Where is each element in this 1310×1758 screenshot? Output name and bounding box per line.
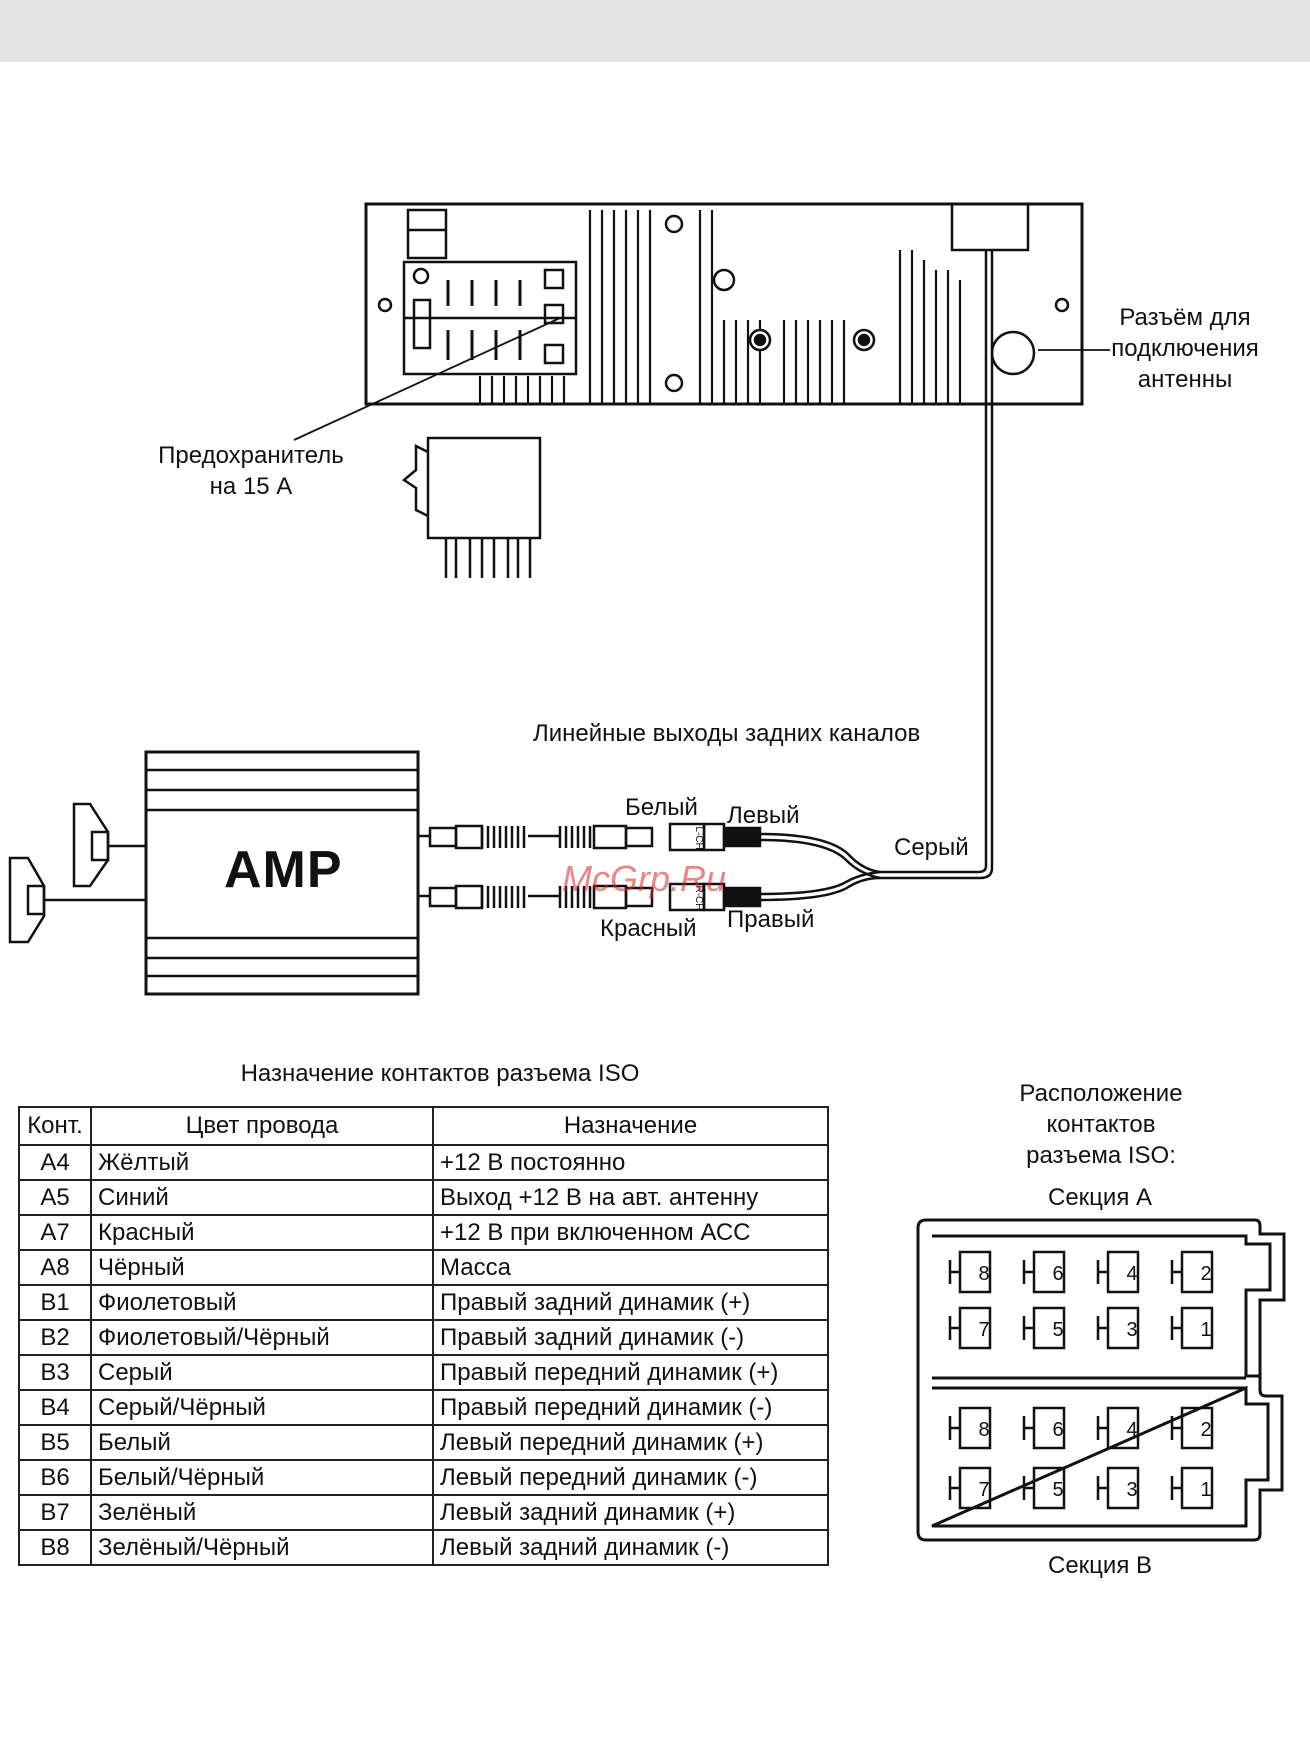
rear-line-outputs-label: Линейные выходы задних каналов xyxy=(533,720,921,747)
iso-layout-title: Расположение контактов разъема ISO: xyxy=(1019,1080,1183,1169)
rca-cable-right xyxy=(418,870,881,912)
iso-pin-number: 4 xyxy=(1126,1263,1137,1285)
iso-table-title: Назначение контактов разъема ISO xyxy=(240,1060,640,1087)
iso-pin-number: 3 xyxy=(1126,1479,1137,1501)
iso-pin-number: 6 xyxy=(1052,1263,1063,1285)
iso-pin: 6 xyxy=(1022,1406,1066,1450)
harness-plug-icon xyxy=(401,436,542,578)
amp-label: AMP xyxy=(224,841,343,899)
iso-pin-number: 5 xyxy=(1052,1319,1063,1341)
iso-pin-number: 8 xyxy=(978,1263,989,1285)
section-b-label: Секция В xyxy=(1047,1552,1152,1579)
iso-pin: 7 xyxy=(948,1306,992,1350)
iso-pin: 1 xyxy=(1170,1466,1214,1510)
iso-pin: 5 xyxy=(1022,1306,1066,1350)
iso-pin-number: 7 xyxy=(978,1319,989,1341)
head-unit-rear-panel xyxy=(293,202,1110,880)
iso-pin: 2 xyxy=(1170,1406,1214,1450)
iso-pin: 7 xyxy=(948,1466,992,1510)
section-b-pins: 8 7 6 5 4 3 2 1 xyxy=(948,1406,1214,1510)
left-label: Левый xyxy=(727,802,800,829)
iso-pin-number: 4 xyxy=(1126,1419,1137,1441)
iso-pin: 8 xyxy=(948,1250,992,1294)
iso-pin: 5 xyxy=(1022,1466,1066,1510)
speaker-icon xyxy=(8,802,146,944)
iso-pin-number: 8 xyxy=(978,1419,989,1441)
top-bar xyxy=(0,0,1310,62)
iso-pin-number: 6 xyxy=(1052,1419,1063,1441)
iso-pin-number: 1 xyxy=(1200,1319,1211,1341)
iso-pin-number: 1 xyxy=(1200,1479,1211,1501)
header-wire-color: Цвет провода xyxy=(90,1106,434,1146)
iso-pin: 3 xyxy=(1096,1466,1140,1510)
iso-pin-number: 3 xyxy=(1126,1319,1137,1341)
iso-pin-number: 7 xyxy=(978,1479,989,1501)
antenna-connector-label: Разъём для подключения антенны xyxy=(1111,304,1259,393)
iso-pin: 3 xyxy=(1096,1306,1140,1350)
iso-pin-number: 2 xyxy=(1200,1419,1211,1441)
watermark: McGrp.Ru xyxy=(562,858,727,899)
amplifier-box xyxy=(144,750,420,996)
red-label: Красный xyxy=(600,915,697,942)
iso-pin-number: 2 xyxy=(1200,1263,1211,1285)
wiring-diagram: L-CH R-CH xyxy=(8,202,1110,996)
section-a-label: Секция А xyxy=(1047,1184,1152,1211)
white-label: Белый xyxy=(625,794,698,821)
lch-marking: L-CH xyxy=(693,826,704,849)
iso-pin: 8 xyxy=(948,1406,992,1450)
iso-pin: 4 xyxy=(1096,1250,1140,1294)
rch-marking: R-CH xyxy=(693,886,704,911)
header-contact: Конт. xyxy=(18,1106,92,1146)
rca-cable-left xyxy=(418,822,881,880)
header-purpose: Назначение xyxy=(432,1106,829,1146)
right-label: Правый xyxy=(727,906,815,933)
grey-label: Серый xyxy=(894,834,969,861)
iso-pin: 4 xyxy=(1096,1406,1140,1450)
iso-pin: 1 xyxy=(1170,1306,1214,1350)
iso-pin: 6 xyxy=(1022,1250,1066,1294)
fuse-label: Предохранитель на 15 А xyxy=(158,442,344,500)
table-header-row: Конт. Цвет провода Назначение xyxy=(18,1106,829,1146)
iso-pin: 2 xyxy=(1170,1250,1214,1294)
section-a-pins: 8 7 6 5 4 3 2 1 xyxy=(948,1250,1214,1350)
iso-pin-number: 5 xyxy=(1052,1479,1063,1501)
